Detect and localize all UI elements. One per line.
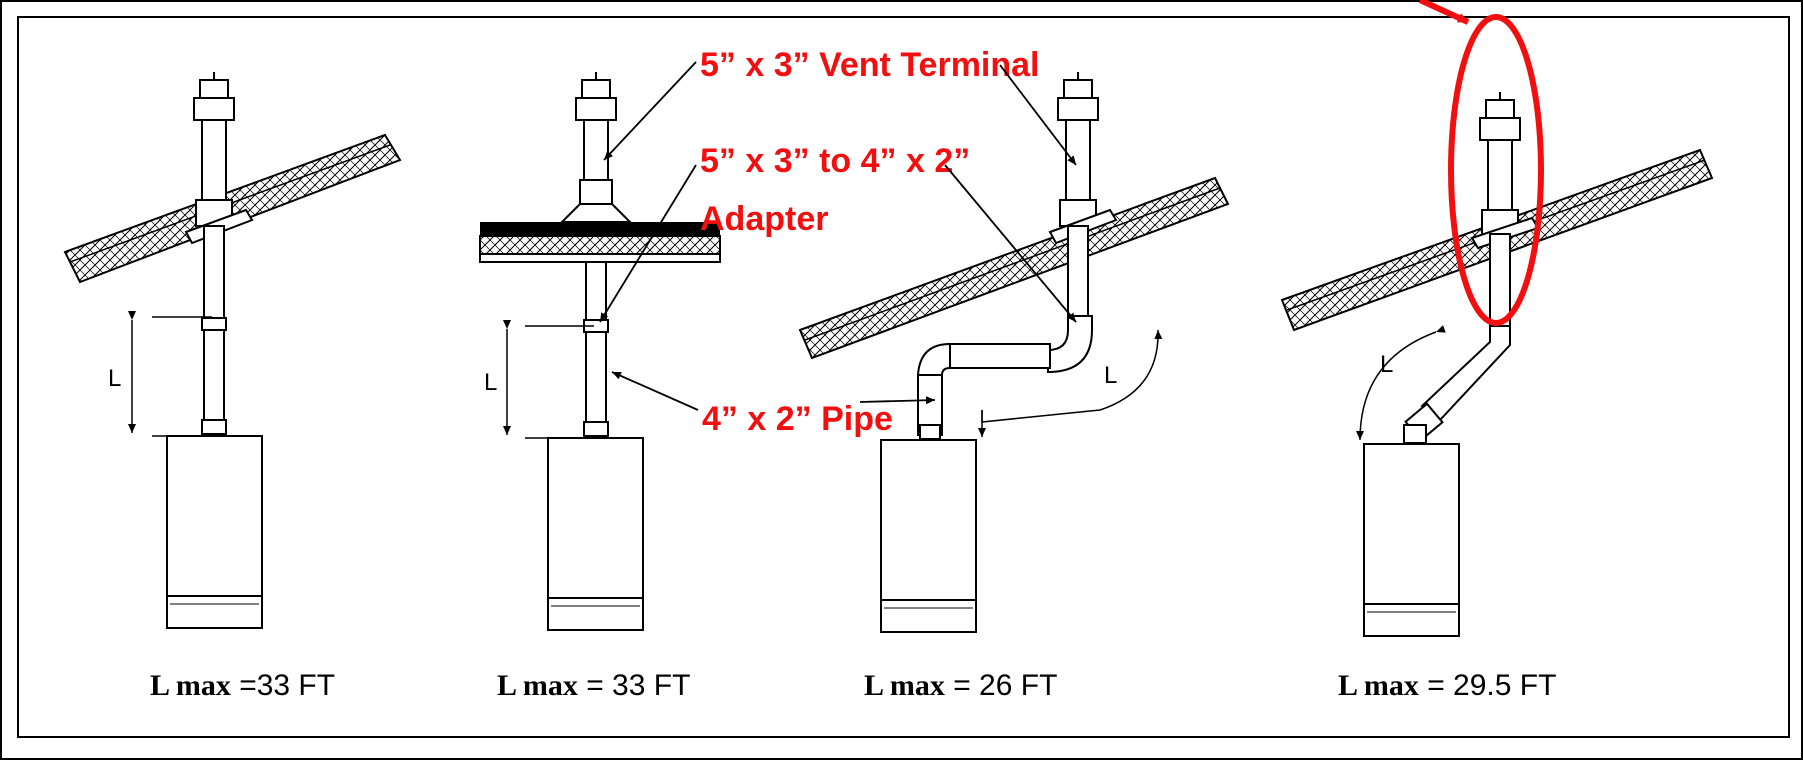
boiler-4 (1363, 443, 1460, 605)
dimension-label-1: L (108, 365, 121, 392)
callout-adapter-line1: 5” x 3” to 4” x 2” (700, 142, 970, 180)
leader-lines (599, 61, 1077, 411)
inner-frame (17, 16, 1790, 738)
panel-4-angled-roof: L L max = 29.5 FT (1280, 92, 1714, 702)
panel-2-flat-roof: L L max = 33 FT (479, 72, 721, 702)
flat-roof (480, 222, 720, 236)
dimension-label-4: L (1380, 351, 1393, 378)
panel-3-offset-roof: L L max = 26 FT (798, 72, 1230, 702)
boiler-1 (166, 435, 263, 597)
callout-vent-terminal: 5” x 3” Vent Terminal (700, 46, 1040, 84)
callout-adapter-line2: Adapter (700, 200, 828, 238)
caption-1: L max =33 FT (150, 669, 335, 702)
callout-pipe: 4” x 2” Pipe (702, 400, 893, 438)
caption-2: L max = 33 FT (497, 669, 690, 702)
panel-1-vertical-roof: L L max =33 FT (63, 72, 402, 702)
boiler-2 (547, 437, 644, 599)
dimension-label-2: L (484, 369, 497, 396)
boiler-3 (880, 439, 977, 601)
caption-3: L max = 26 FT (864, 669, 1057, 702)
terminal-highlight-ellipse (1448, 14, 1544, 326)
dimension-label-3: L (1104, 362, 1117, 389)
highlight-arrow (1418, 0, 1470, 25)
caption-4: L max = 29.5 FT (1338, 669, 1556, 702)
